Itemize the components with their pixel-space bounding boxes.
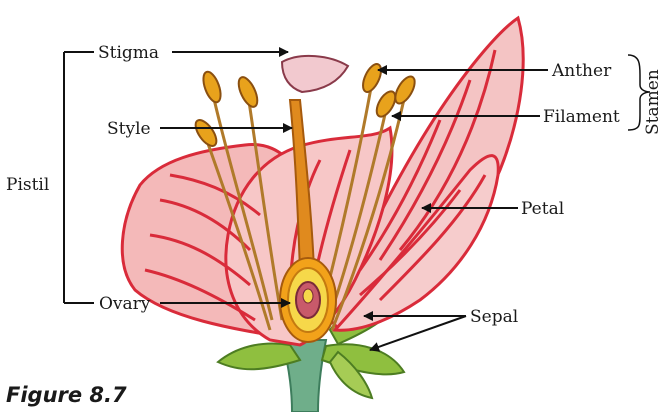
label-petal: Petal: [521, 199, 564, 219]
label-anther: Anther: [551, 61, 612, 81]
label-filament: Filament: [543, 107, 620, 127]
ovary: [280, 258, 336, 342]
label-sepal: Sepal: [470, 307, 518, 327]
stigma: [282, 56, 348, 92]
label-stamen: Stamen: [643, 69, 660, 135]
figure-caption: Figure 8.7: [6, 383, 127, 407]
label-ovary: Ovary: [99, 294, 151, 314]
label-stigma: Stigma: [98, 43, 159, 63]
label-style: Style: [107, 119, 151, 139]
label-pistil: Pistil: [6, 175, 49, 195]
pistil-bracket: [64, 52, 94, 303]
